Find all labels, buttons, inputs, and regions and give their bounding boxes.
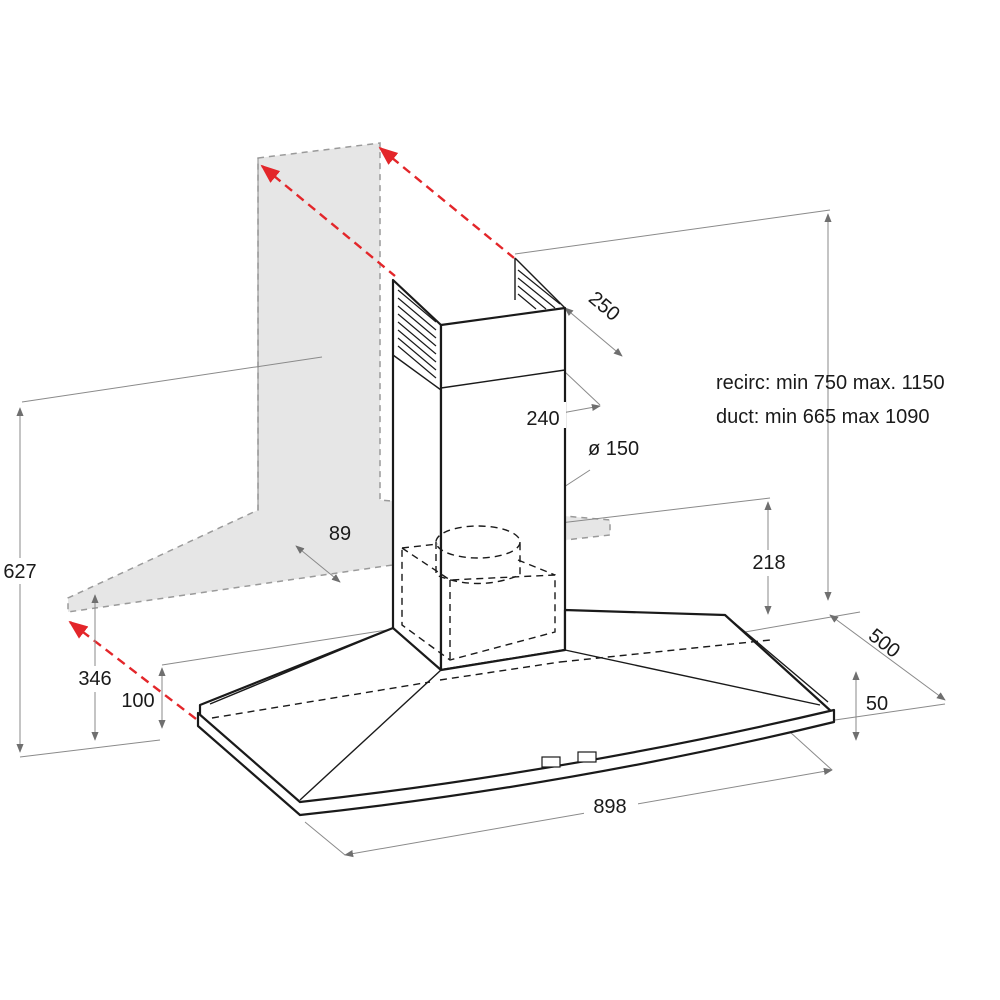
chimney-depth-arrow — [564, 307, 623, 357]
vent-grille-left — [397, 289, 437, 379]
extension-arrow-left — [260, 164, 396, 277]
wall-offset-arrow — [295, 545, 341, 583]
outlet-top — [435, 525, 521, 559]
extension-arrow-right — [378, 146, 515, 259]
label-wall-offset: 89 — [329, 523, 351, 545]
label-chimney-width: 240 — [526, 408, 559, 430]
control-button-right[interactable] — [577, 751, 597, 763]
chimney — [391, 257, 567, 672]
bottom-extension-arrow — [68, 620, 201, 723]
extension-arrows — [68, 146, 515, 723]
label-motor-height: 218 — [752, 552, 785, 574]
duct-height-note: duct: min 665 max 1090 — [716, 406, 930, 428]
motor-housing-hidden — [401, 525, 556, 661]
label-chimney-depth: 250 — [584, 287, 624, 325]
label-outlet-diameter: ø 150 — [588, 438, 639, 460]
label-canopy-height: 100 — [121, 690, 154, 712]
label-hood-width: 898 — [593, 796, 626, 818]
chimney-front-face — [439, 306, 567, 672]
canopy-rim — [196, 708, 836, 817]
label-hood-depth: 500 — [864, 625, 904, 663]
recirc-height-note: recirc: min 750 max. 1150 — [716, 372, 945, 394]
label-rim-height: 50 — [866, 693, 888, 715]
label-lower-height: 346 — [78, 668, 111, 690]
wall-bracket-ghost — [67, 142, 611, 613]
hood-canopy — [196, 608, 836, 817]
vent-grille-right — [517, 269, 561, 310]
control-panel — [541, 751, 597, 768]
dimension-lines — [16, 209, 946, 858]
hood-depth-arrow — [829, 614, 946, 701]
label-overall-height: 627 — [3, 561, 36, 583]
control-button-left[interactable] — [541, 756, 561, 768]
